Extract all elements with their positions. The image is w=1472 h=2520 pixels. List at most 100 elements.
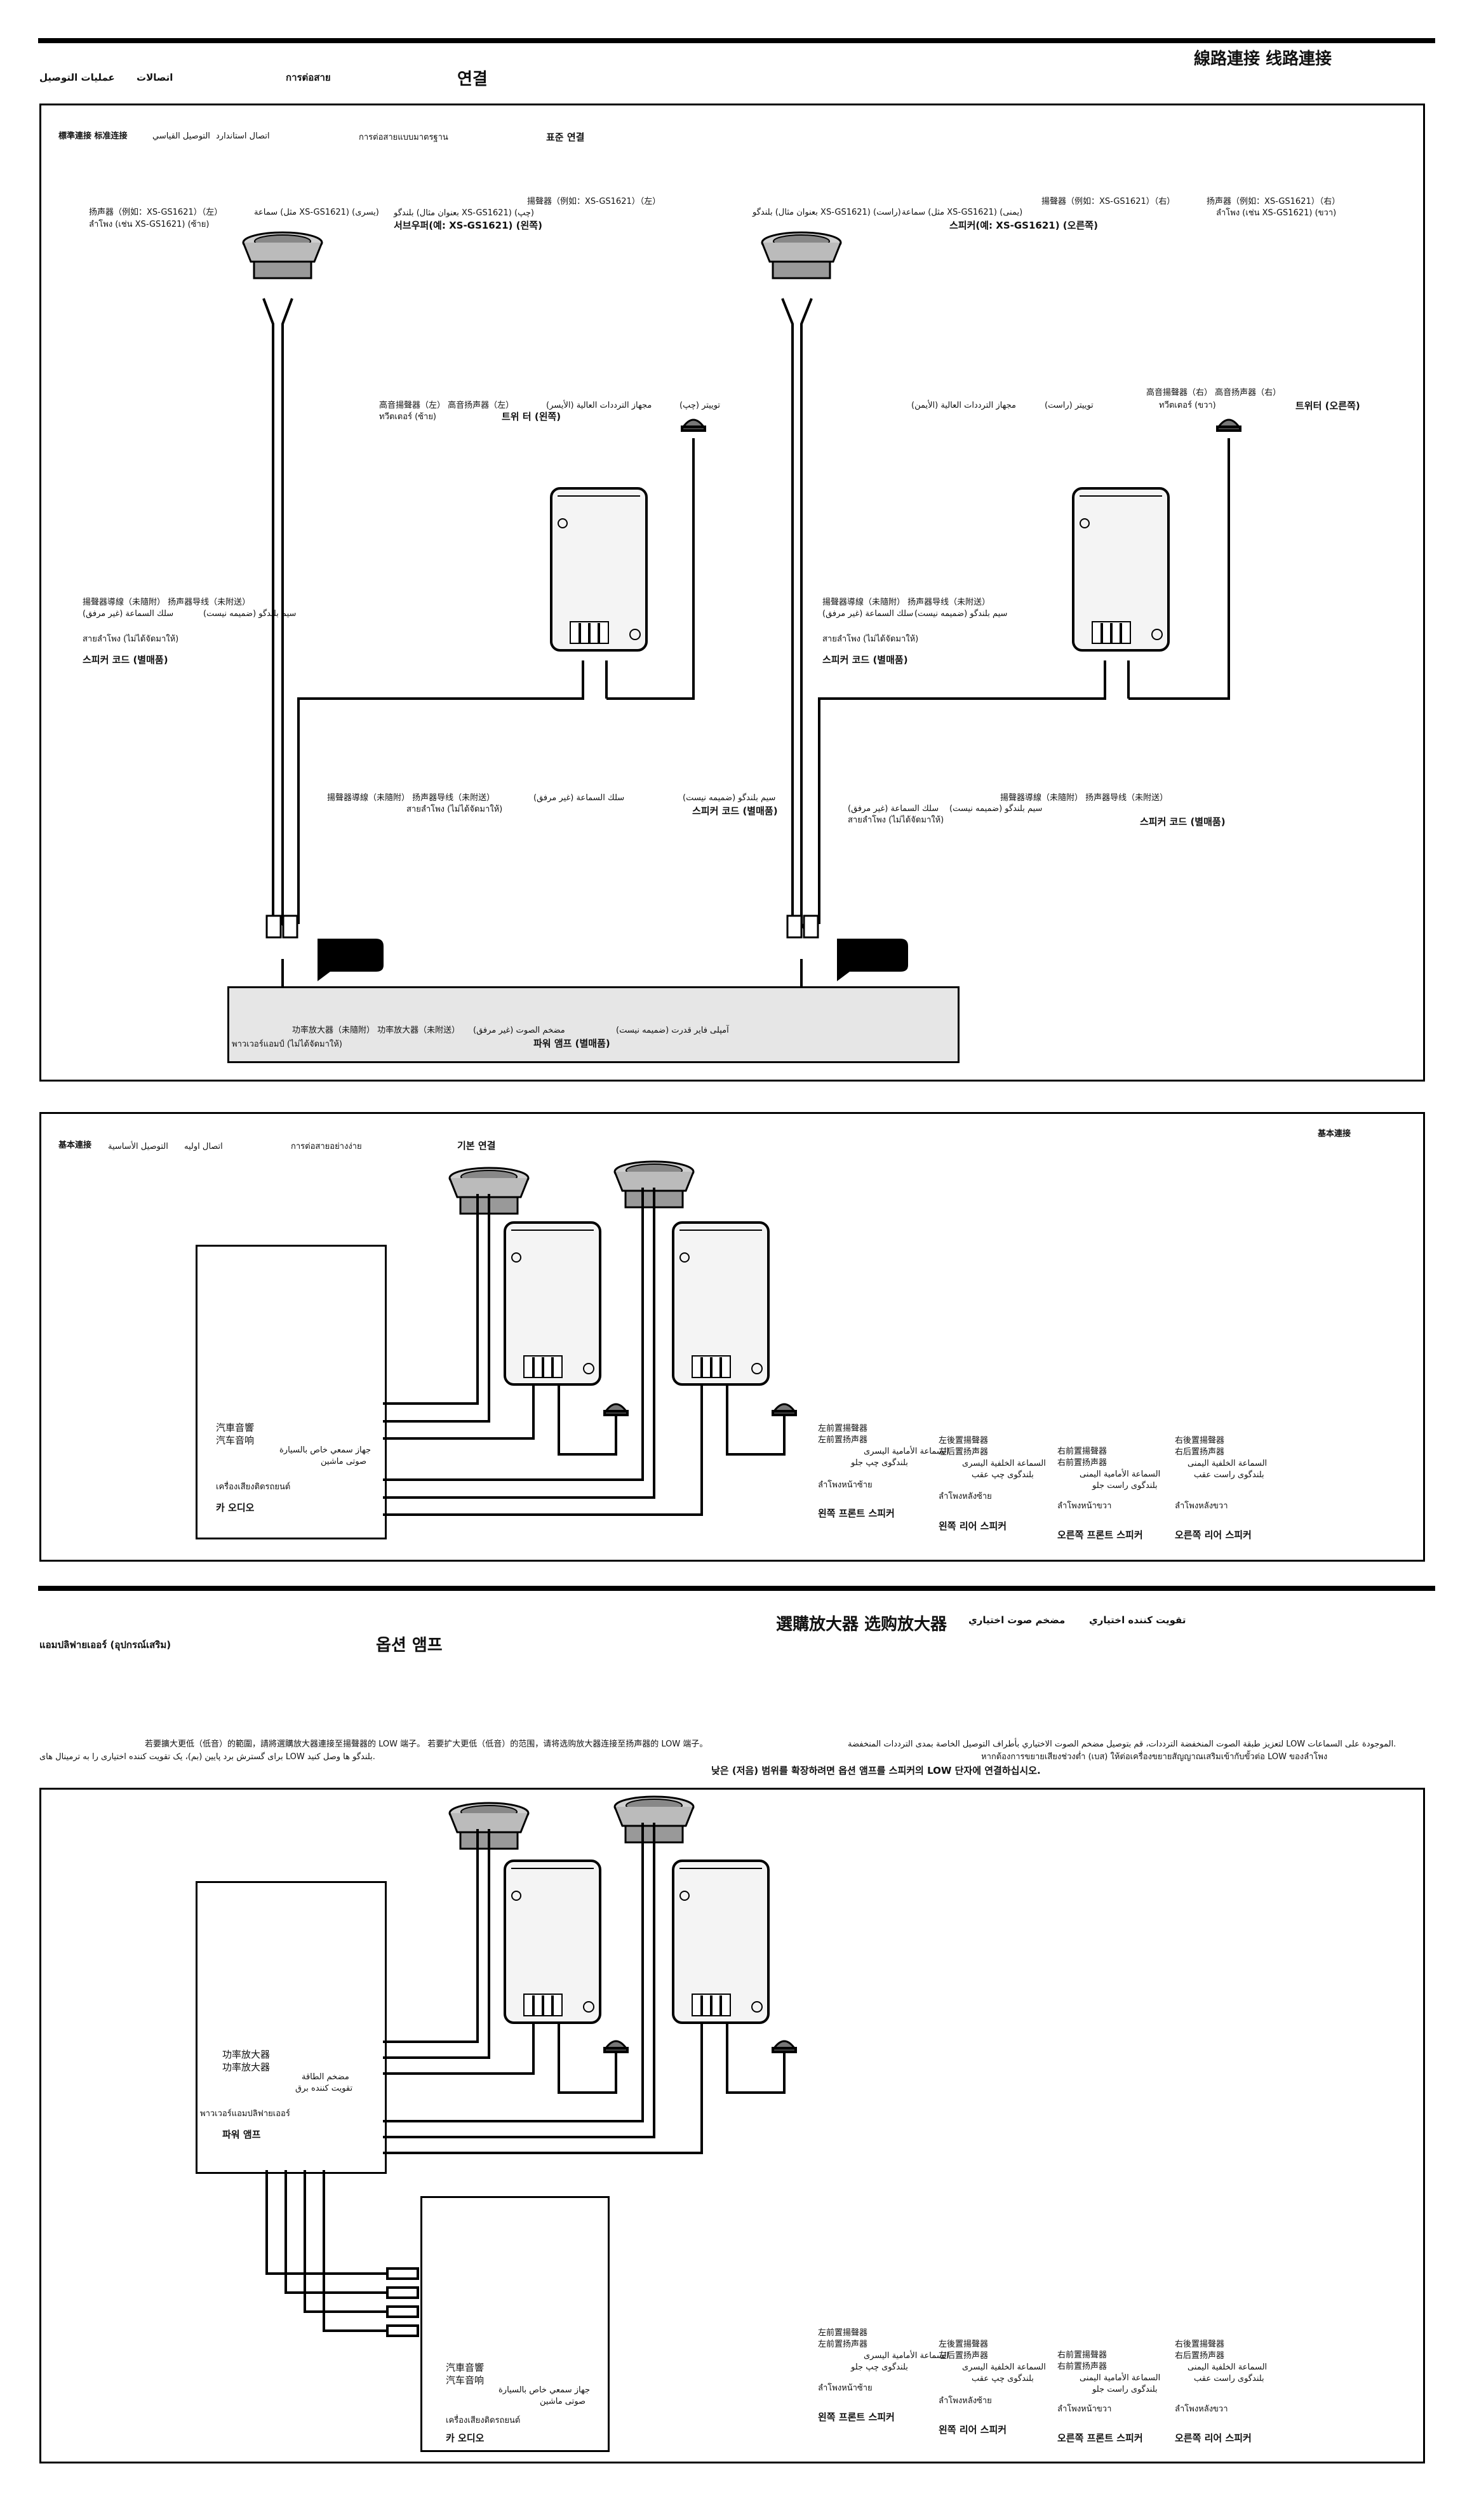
cord-mid-right-zh: 揚聲器導線（未隨附） 扬声器导线（未附送） (1000, 793, 1168, 803)
power-amp-fa: تقويت كننده برق (295, 2084, 353, 2093)
cord-left-th: สายลำโพง (ไม่ได้จัดมาให้) (83, 634, 179, 644)
amp-ko: 파워 앰프 (별매품) (533, 1038, 610, 1049)
callouts (318, 939, 908, 981)
optional-wires (265, 1795, 797, 2337)
optional-ar: مضخم صوت اختياري (968, 1614, 1066, 1626)
tweeter-left-ko: 트위 터 (왼쪽) (502, 411, 561, 422)
speaker-right-ar: سماعة (مثل XS-GS1621) (يمنى) (902, 208, 1023, 217)
cord-right-ko: 스피커 코드 (별매품) (822, 654, 908, 666)
standard-title-zh: 標準連接 标准连接 (58, 131, 128, 141)
cord-right-ar: سلك السماعة (غير مرفق) (822, 609, 914, 619)
power-amp-unit-box (196, 1881, 387, 2174)
out3-fl-zh: 左前置揚聲器 (818, 2328, 868, 2338)
out3-rr-th: ลำโพงหลังขวา (1175, 2404, 1228, 2414)
basic-title-ar: التوصيل الأساسية (108, 1142, 168, 1151)
out3-rr-ar: السماعة الخلفية اليمنى (1188, 2362, 1268, 2372)
standard-title-ko: 표준 연결 (546, 131, 585, 143)
out3-fr-ar: السماعة الأمامية اليمنى (1080, 2373, 1161, 2383)
cord-mid-left-ar: سلك السماعة (غير مرفق) (533, 793, 625, 803)
out3-rr-zh: 右後置揚聲器 (1175, 2340, 1225, 2349)
out-fl-zh2: 左前置扬声器 (818, 1435, 868, 1445)
out3-fr-zh: 右前置揚聲器 (1057, 2350, 1107, 2360)
rca-plugs (265, 915, 819, 939)
optional-note-th: หากต้องการขยายเสียงช่วงต่ำ (เบส) ให้ต่อเ… (981, 1752, 1328, 1762)
optional-note-ko: 낮은 (저음) 범위를 확장하려면 옵션 앰프를 스피커의 LOW 단자에 연결… (711, 1765, 1041, 1776)
basic-wires (383, 1160, 797, 1516)
tweeter-left-fa: توییتر (چپ) (679, 401, 721, 410)
header-ko: 연결 (457, 70, 488, 89)
car-audio2-th: เครื่องเสียงติดรถยนต์ (446, 2416, 521, 2425)
out-rl-ar: السماعة الخلفية اليسرى (962, 1459, 1046, 1468)
out-fr-ar: السماعة الأمامية اليمنى (1080, 1470, 1161, 1479)
standard-wires (242, 231, 1241, 986)
out-rl-th: ลำโพงหลังซ้าย (939, 1492, 992, 1501)
cord-mid-right-ar: سلك السماعة (غير مرفق) (848, 804, 939, 814)
out-rr-ko: 오른쪽 리어 스피커 (1175, 1529, 1252, 1541)
speaker-right-ko: 스피커(예: XS-GS1621) (오른쪽) (949, 220, 1098, 231)
cord-right-zh: 揚聲器導線（未隨附） 扬声器导线（未附送） (822, 598, 991, 607)
car-audio-th: เครื่องเสียงติดรถยนต์ (216, 1482, 291, 1492)
out-rr-fa: بلندگوی راست عقب (1194, 1470, 1264, 1480)
car-audio-box-2 (420, 2196, 610, 2452)
power-amp-ar: مضخم الطاقة (302, 2072, 349, 2082)
basic-title-zh: 基本連接 (58, 1141, 92, 1150)
out-rr-zh2: 右后置扬声器 (1175, 1447, 1225, 1457)
cord-mid-right-ko: 스피커 코드 (별매품) (1140, 816, 1226, 828)
header-ar-1: عمليات التوصيل (39, 72, 115, 83)
out3-rl-ar: السماعة الخلفية اليسرى (962, 2362, 1046, 2372)
speaker-left-zh2: 扬声器（例如：XS-GS1621）（左） (89, 208, 223, 217)
out3-rr-ko: 오른쪽 리어 스피커 (1175, 2432, 1252, 2444)
out3-fl-fa: بلندگوی چپ جلو (851, 2362, 908, 2372)
out3-fr-fa: بلندگوی راست جلو (1092, 2385, 1158, 2394)
speaker-left-th: ลำโพง (เช่น XS-GS1621) (ซ้าย) (89, 220, 210, 229)
optional-note-ar: لتعزيز طبقة الصوت المنخفضة الترددات، قم … (848, 1739, 1396, 1749)
standard-title-th: การต่อสายแบบมาตรฐาน (359, 133, 448, 142)
out-fl-fa: بلندگوی چپ جلو (851, 1458, 908, 1468)
out-rr-ar: السماعة الخلفية اليمنى (1188, 1459, 1268, 1468)
header-th: การต่อสาย (286, 72, 331, 83)
out-fr-zh2: 右前置扬声器 (1057, 1458, 1107, 1468)
out3-rl-ko: 왼쪽 리어 스피커 (939, 2424, 1007, 2436)
car-audio-ko: 카 오디오 (216, 1502, 255, 1513)
amp-ar: مضخم الصوت (غير مرفق) (473, 1026, 565, 1035)
amp-th: พาวเวอร์แอมป์ (ไม่ได้จัดมาให้) (232, 1040, 342, 1049)
cord-mid-left-zh: 揚聲器導線（未隨附） 扬声器导线（未附送） (327, 793, 495, 803)
header-ar-2: اتصالات (137, 72, 173, 83)
tweeter-right-ko: 트위터 (오른쪽) (1295, 400, 1360, 412)
optional-th: แอมปลิฟายเออร์ (อุปกรณ์เสริม) (39, 1639, 171, 1651)
out-fr-fa: بلندگوی راست جلو (1092, 1481, 1158, 1491)
out3-rl-fa: بلندگوی چپ عقب (972, 2374, 1034, 2383)
out-rl-zh2: 左后置扬声器 (939, 1447, 989, 1457)
cord-left-zh: 揚聲器導線（未隨附） 扬声器导线（未附送） (83, 598, 251, 607)
speaker-left-ar: سماعة (مثل XS-GS1621) (يسرى) (254, 208, 379, 217)
power-amp-box (227, 986, 960, 1063)
cord-left-ko: 스피커 코드 (별매품) (83, 654, 168, 666)
optional-fa: تقويت كننده اختياري (1089, 1614, 1186, 1626)
tweeter-left-th: ทวีตเตอร์ (ซ้าย) (379, 412, 437, 422)
basic-title-fa: اتصال اولیه (184, 1142, 223, 1151)
cord-mid-left-ko: 스피커 코드 (별매품) (692, 805, 778, 817)
out-fl-th: ลำโพงหน้าซ้าย (818, 1480, 873, 1490)
car-audio2-fa: صوتی ماشین (540, 2397, 585, 2406)
header-zh: 線路連接 线路連接 (1194, 50, 1332, 69)
out-rr-th: ลำโพงหลังขวา (1175, 1501, 1228, 1511)
out-fl-zh: 左前置揚聲器 (818, 1424, 868, 1433)
top-rule (38, 38, 1435, 43)
out3-fr-th: ลำโพงหน้าขวา (1057, 2404, 1112, 2414)
mid-rule (38, 1586, 1435, 1591)
power-amp-zh: 功率放大器 (222, 2049, 271, 2060)
out-rl-fa: بلندگوی چپ عقب (972, 1470, 1034, 1480)
tweeter-left-zh: 高音揚聲器（左） 高音扬声器（左） (379, 401, 514, 410)
optional-ko: 옵션 앰프 (376, 1636, 443, 1655)
car-audio2-zh2: 汽车音响 (446, 2375, 485, 2386)
power-amp-th: พาวเวอร์แอมปลิฟายเออร์ (200, 2109, 290, 2119)
cord-right-fa: سیم بلندگو (ضمیمه نیست) (914, 609, 1008, 619)
amp-fa: آمپلی فایر قدرت (ضمیمه نیست) (616, 1026, 729, 1035)
speaker-right-zh2: 扬声器（例如：XS-GS1621）（右） (1207, 197, 1341, 206)
power-amp-zh2: 功率放大器 (222, 2061, 271, 2073)
car-audio2-ko: 카 오디오 (446, 2432, 485, 2444)
car-audio-box (196, 1245, 387, 1539)
out3-fl-ar: السماعة الأمامية اليسرى (864, 2351, 949, 2361)
out-fr-zh: 右前置揚聲器 (1057, 1447, 1107, 1456)
